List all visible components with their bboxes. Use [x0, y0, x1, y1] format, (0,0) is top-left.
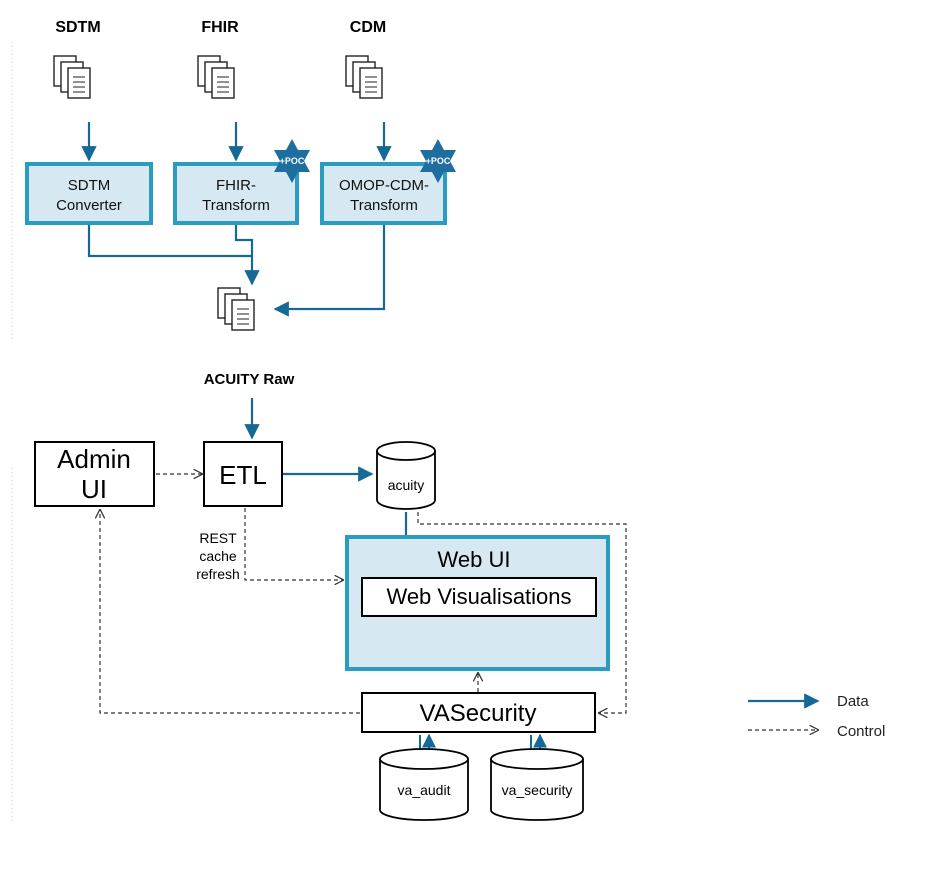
- web-ui-label: Web UI: [438, 547, 511, 572]
- control-arrow-vasecurity-to-admin: [100, 510, 360, 714]
- control-arrow-etl-to-webui: [244, 508, 343, 580]
- acuity-raw-label: ACUITY Raw: [204, 371, 295, 388]
- legend-control-label: Control: [837, 723, 885, 740]
- rest-note-line2: cache: [199, 548, 237, 564]
- poc-star-badge-omop: +POC: [420, 139, 456, 183]
- fhir-transform-label-line1: FHIR-: [216, 177, 256, 194]
- source-label-fhir: FHIR: [201, 19, 239, 36]
- web-visualisations-box: [361, 577, 597, 617]
- document-stack-icon-sdtm: [53, 55, 91, 99]
- rest-note-line1: REST: [199, 530, 237, 546]
- acuity-db-label: acuity: [388, 477, 425, 493]
- etl-box: [203, 441, 283, 507]
- legend-data-label: Data: [837, 693, 869, 710]
- rest-note-line3: refresh: [196, 566, 240, 582]
- omop-cdm-transform-box: [320, 162, 447, 225]
- web-visualisations-label: Web Visualisations: [386, 584, 571, 609]
- omop-transform-label-line1: OMOP-CDM-: [339, 177, 429, 194]
- data-arrow-fhir-to-raw: [234, 225, 260, 286]
- poc-star-badge-fhir: +POC: [274, 139, 310, 183]
- va-security-label: va_security: [502, 782, 573, 798]
- etl-label: ETL: [219, 460, 267, 490]
- source-label-cdm: CDM: [350, 19, 386, 36]
- legend: Data Control: [748, 693, 885, 740]
- control-arrow-acuity-to-vasecurity: [417, 512, 627, 713]
- fhir-transform-label-line2: Transform: [202, 197, 270, 214]
- sdtm-converter-label-line1: SDTM: [68, 177, 111, 194]
- poc-badge-label-omop: +POC: [426, 156, 451, 166]
- sdtm-converter-label-line2: Converter: [56, 197, 122, 214]
- admin-ui-label-line1: Admin: [57, 444, 131, 474]
- poc-badge-label-fhir: +POC: [280, 156, 305, 166]
- va-security-database-icon: [490, 748, 584, 821]
- vasecurity-label: VASecurity: [420, 700, 537, 727]
- va-audit-database-icon: [379, 748, 469, 821]
- va-audit-label: va_audit: [398, 782, 451, 798]
- vasecurity-box: [361, 692, 596, 733]
- omop-transform-label-line2: Transform: [350, 197, 418, 214]
- document-stack-icon-acuity-raw: [217, 287, 255, 331]
- document-stack-icon-cdm: [345, 55, 383, 99]
- admin-ui-label-line2: UI: [81, 474, 107, 504]
- source-label-sdtm: SDTM: [55, 19, 100, 36]
- document-stack-icon-fhir: [197, 55, 235, 99]
- data-line-sdtm-to-raw: [87, 225, 252, 258]
- acuity-database-icon: [376, 441, 436, 510]
- admin-ui-box: [34, 441, 155, 507]
- data-arrow-omop-to-raw: [273, 225, 386, 317]
- fhir-transform-box: [173, 162, 299, 225]
- sdtm-converter-box: [25, 162, 153, 225]
